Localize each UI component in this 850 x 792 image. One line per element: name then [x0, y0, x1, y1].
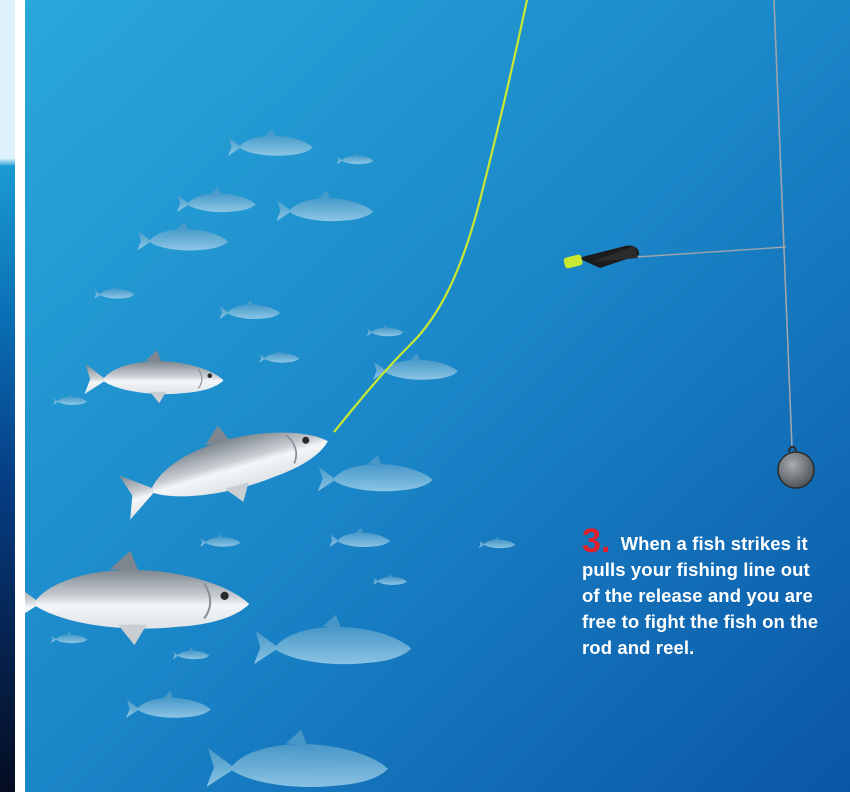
step-caption: 3.When a fish strikes it pulls your fish…: [582, 528, 830, 661]
underwater-scene: [25, 0, 850, 792]
water-background: [25, 0, 850, 792]
panel-divider: [15, 0, 25, 792]
adjacent-panel-edge: [0, 0, 15, 792]
step-number: 3.: [582, 522, 611, 560]
step-text: When a fish strikes it pulls your fishin…: [582, 533, 818, 658]
scene-svg: [25, 0, 850, 792]
